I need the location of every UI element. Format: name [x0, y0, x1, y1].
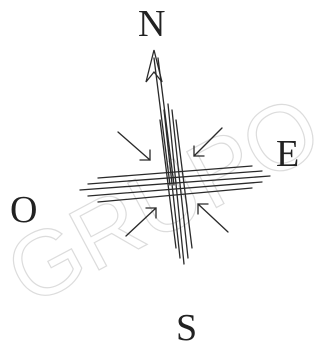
west-label: O — [10, 189, 37, 231]
north-label: N — [138, 3, 165, 45]
south-label: S — [176, 307, 197, 349]
diagonal-arrow-nw-shaft — [118, 132, 150, 160]
east-label: E — [276, 133, 299, 175]
diagonal-arrow-nw — [118, 132, 150, 160]
